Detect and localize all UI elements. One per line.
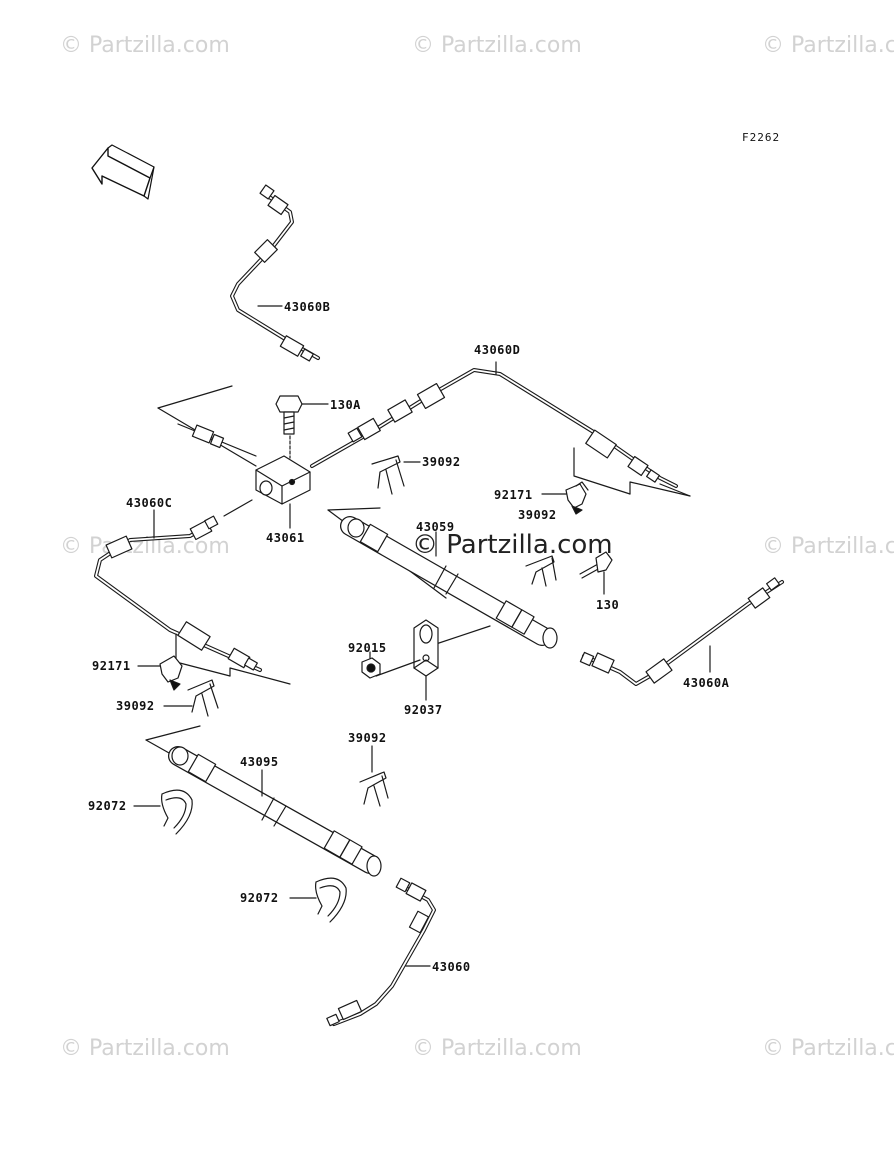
watermark: © Partzilla.com — [412, 1036, 582, 1061]
part-label-130a[interactable]: 130A — [330, 398, 361, 412]
nut-92015 — [361, 657, 381, 679]
brake-hose-43095 — [168, 746, 382, 877]
part-label-39092[interactable]: 39092 — [422, 455, 461, 469]
junction-block-43061 — [255, 455, 311, 505]
part-label-43060d[interactable]: 43060D — [474, 343, 521, 357]
part-label-92072[interactable]: 92072 — [240, 891, 279, 905]
part-label-43060a[interactable]: 43060A — [683, 676, 730, 690]
part-label-43060b[interactable]: 43060B — [284, 300, 331, 314]
watermark: © Partzilla.com — [60, 1036, 230, 1061]
brake-pipe-end — [177, 423, 257, 457]
clip-39092 — [187, 679, 219, 717]
alignment-line — [327, 507, 381, 511]
figure-code: F2262 — [742, 131, 781, 144]
part-label-130[interactable]: 130 — [596, 598, 620, 612]
watermark-center: © Partzilla.com — [412, 530, 613, 560]
part-label-43061[interactable]: 43061 — [266, 531, 305, 545]
alignment-line — [145, 725, 201, 741]
brake-pipe-43060a — [579, 577, 784, 686]
part-label-43059[interactable]: 43059 — [416, 520, 455, 534]
front-arrow-icon — [91, 144, 155, 200]
part-label-92037[interactable]: 92037 — [404, 703, 443, 717]
part-label-92072[interactable]: 92072 — [88, 799, 127, 813]
bracket-92037 — [413, 619, 439, 677]
clamp-92171 — [565, 481, 589, 515]
part-label-92171[interactable]: 92171 — [92, 659, 131, 673]
alignment-line — [629, 481, 691, 497]
band-92072 — [315, 877, 347, 923]
watermark: © Partzilla.com — [762, 1036, 894, 1061]
clip-39092 — [525, 555, 557, 587]
alignment-line — [573, 447, 631, 495]
brake-pipe-43060b — [230, 184, 320, 362]
part-label-92015[interactable]: 92015 — [348, 641, 387, 655]
part-label-39092[interactable]: 39092 — [116, 699, 155, 713]
clamp-92171 — [159, 655, 183, 691]
leader-line — [223, 499, 253, 517]
part-label-43060c[interactable]: 43060C — [126, 496, 173, 510]
leader-line — [375, 659, 421, 677]
part-label-39092[interactable]: 39092 — [348, 731, 387, 745]
watermark: © Partzilla.com — [412, 33, 582, 58]
clip-39092 — [371, 455, 405, 495]
clip-39092 — [359, 771, 389, 807]
watermark: © Partzilla.com — [762, 534, 894, 559]
part-label-43060[interactable]: 43060 — [432, 960, 471, 974]
part-label-92171[interactable]: 92171 — [494, 488, 533, 502]
band-92072 — [161, 789, 193, 835]
brake-pipe-43060d — [310, 368, 678, 488]
alignment-line — [157, 385, 233, 409]
brake-pipe-43060c — [94, 515, 262, 672]
alignment-line — [229, 667, 291, 685]
bolt-130 — [579, 551, 613, 579]
part-label-43095[interactable]: 43095 — [240, 755, 279, 769]
watermark: © Partzilla.com — [60, 33, 230, 58]
bolt-130a — [275, 395, 303, 435]
brake-hose-43059 — [340, 516, 558, 649]
alignment-line — [659, 483, 691, 497]
part-label-39092[interactable]: 39092 — [518, 508, 557, 522]
alignment-line — [429, 625, 491, 647]
brake-pipe-43060 — [326, 877, 436, 1027]
watermark: © Partzilla.com — [762, 33, 894, 58]
